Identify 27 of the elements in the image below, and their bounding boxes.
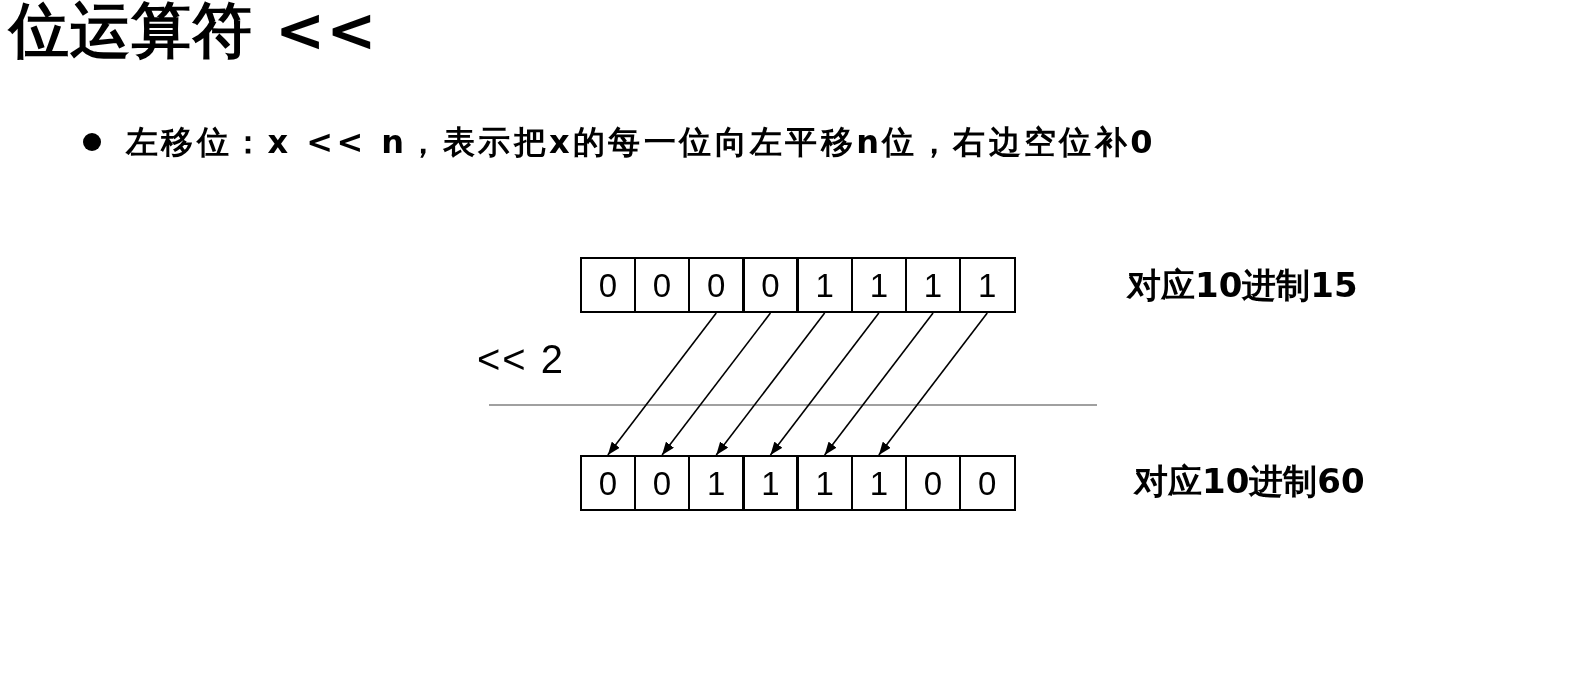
decimal-label: 对应10进制60 xyxy=(1134,460,1365,502)
bit-cell: 0 xyxy=(904,455,962,511)
bit-cell: 0 xyxy=(742,257,799,313)
bit-cell: 1 xyxy=(742,455,799,511)
bit-cell: 1 xyxy=(850,455,908,511)
decimal-label: 对应10进制15 xyxy=(1127,264,1358,306)
arrow xyxy=(661,312,772,456)
bit-cell: 1 xyxy=(796,257,853,313)
bit-cell: 1 xyxy=(850,257,908,313)
bit-cell: 0 xyxy=(958,455,1016,511)
arrow xyxy=(607,312,718,456)
bit-cell: 0 xyxy=(687,257,745,313)
bullet-text: 左移位：x << n，表示把x的每一位向左平移n位，右边空位补0 xyxy=(126,122,1156,162)
arrow xyxy=(715,312,826,456)
bit-cell: 1 xyxy=(687,455,745,511)
arrow xyxy=(878,312,989,456)
shift-label: << 2 xyxy=(477,336,566,383)
bit-cell: 1 xyxy=(904,257,962,313)
arrow xyxy=(823,312,934,456)
bit-cell: 1 xyxy=(958,257,1016,313)
bit-cell: 0 xyxy=(633,257,691,313)
bit-cell: 0 xyxy=(579,257,637,313)
bit-cell: 1 xyxy=(796,455,853,511)
bit-cell: 0 xyxy=(579,455,637,511)
bit-cell: 0 xyxy=(633,455,691,511)
arrow xyxy=(769,312,880,456)
title: 位运算符 << xyxy=(9,0,378,60)
